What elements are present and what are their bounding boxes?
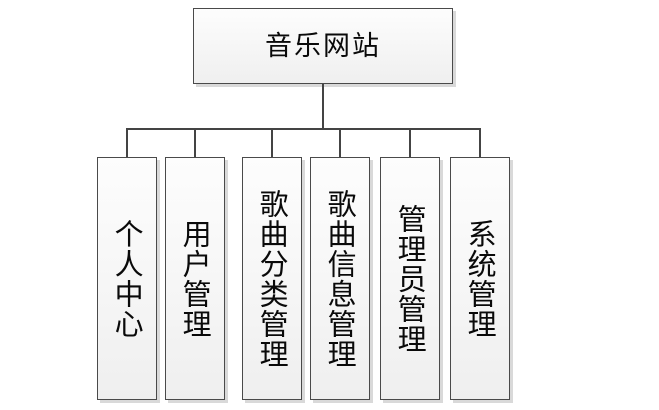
node-child-1-label: 个人中心 — [110, 218, 145, 339]
connector-bus — [126, 128, 481, 130]
node-root[interactable]: 音乐网站 — [193, 8, 453, 84]
connector-drop-4 — [339, 128, 341, 157]
node-child-1[interactable]: 个人中心 — [97, 157, 157, 400]
node-child-4[interactable]: 歌曲信息管理 — [310, 157, 370, 400]
node-child-5[interactable]: 管理员管理 — [380, 157, 440, 400]
connector-root-stem — [322, 84, 324, 129]
node-child-4-label: 歌曲信息管理 — [323, 188, 358, 369]
connector-drop-3 — [271, 128, 273, 157]
node-child-5-label: 管理员管理 — [393, 203, 428, 354]
connector-drop-2 — [194, 128, 196, 157]
node-child-6[interactable]: 系统管理 — [450, 157, 510, 400]
node-child-3[interactable]: 歌曲分类管理 — [242, 157, 302, 400]
node-root-label: 音乐网站 — [265, 30, 381, 62]
node-child-2-label: 用户管理 — [178, 218, 213, 339]
node-child-6-label: 系统管理 — [463, 218, 498, 339]
node-child-2[interactable]: 用户管理 — [165, 157, 225, 400]
node-child-3-label: 歌曲分类管理 — [255, 188, 290, 369]
connector-drop-6 — [479, 128, 481, 157]
connector-drop-5 — [409, 128, 411, 157]
connector-drop-1 — [126, 128, 128, 157]
